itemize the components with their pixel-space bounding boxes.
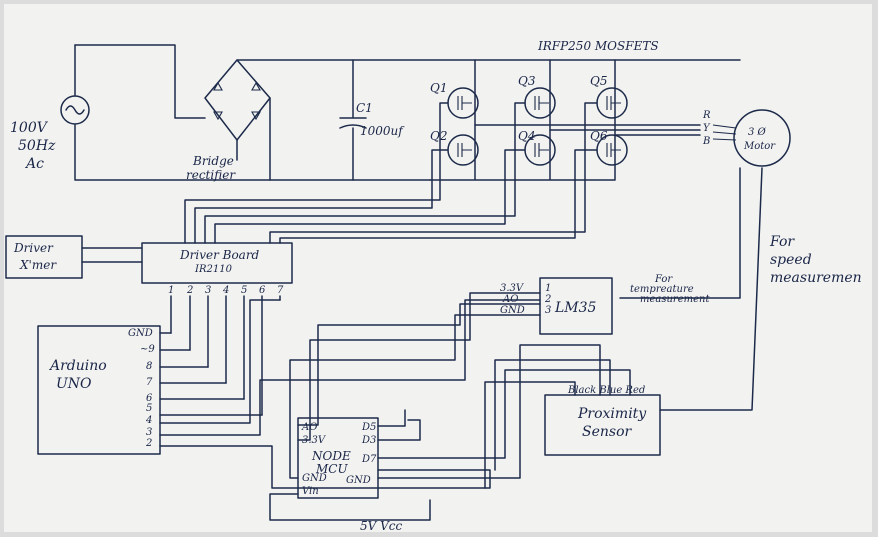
lm35-pinno-1: 1: [545, 283, 551, 294]
nodemcu-pin-d5: D5: [361, 422, 376, 433]
ac-source: 100V 50Hz Ac: [10, 44, 431, 181]
arduino-pin-8: 8: [146, 361, 152, 372]
temp-label-line1: For: [654, 274, 673, 285]
bridge-label-line2: rectifier: [186, 168, 236, 182]
mosfet-q5: Q5: [590, 74, 607, 88]
lm35-sensor: LM35 3.3V AO GND 1 2 3 For tempreature m…: [289, 274, 710, 479]
ac-source-line2: 50Hz: [18, 138, 56, 154]
mosfet-q4: Q4: [518, 129, 535, 143]
mosfet-bridge: Q1 Q2 Q3 Q4 Q5 Q6: [429, 59, 701, 181]
ac-source-line3: Ac: [24, 156, 44, 172]
motor-line2: Motor: [743, 141, 776, 152]
lm35-pin-gnd: GND: [500, 305, 525, 316]
driver-pin-4: 4: [222, 285, 229, 296]
phase-r: R: [702, 110, 711, 121]
arduino-line1: Arduino: [48, 358, 107, 374]
ac-source-line1: 100V: [10, 120, 49, 136]
proximity-sensor: Black Blue Red Proximity Sensor: [484, 359, 661, 489]
temp-label-line2: tempreature: [630, 284, 694, 295]
lm35-pinno-3: 3: [545, 305, 551, 316]
arduino-pin-2: 2: [145, 438, 152, 449]
arduino-line2: UNO: [56, 376, 92, 392]
driver-pin-5: 5: [241, 285, 247, 296]
nodemcu-pin-d3: D3: [361, 435, 376, 446]
supply-label: 5V Vcc: [360, 519, 403, 533]
arduino-pin-5: 5: [146, 403, 152, 414]
proximity-line2: Sensor: [582, 424, 633, 440]
driver-transformer: Driver X'mer: [5, 235, 143, 279]
mosfet-q2: Q2: [430, 129, 447, 143]
arduino-pin-7: 7: [146, 377, 153, 388]
mosfet-q6: Q6: [590, 129, 608, 143]
driver-board-title: Driver Board: [179, 248, 260, 262]
nodemcu-pin-ao: AO: [301, 422, 317, 433]
nodemcu: AO 3.3V GND Vin D5 D3 D7 GND NODE MCU 5V…: [269, 344, 631, 533]
driver-pin-2: 2: [186, 285, 193, 296]
driver-pin-1: 1: [168, 285, 174, 296]
arduino-pin-4: 4: [145, 415, 152, 426]
driver-xmer-line2: X'mer: [19, 258, 57, 272]
nodemcu-line1: NODE: [311, 449, 351, 463]
nodemcu-pin-gnd-left: GND: [302, 473, 327, 484]
gate-wires: [184, 102, 598, 244]
phase-b: B: [702, 136, 710, 147]
lm35-pin-33v: 3.3V: [500, 283, 525, 294]
motor-line1: 3 Ø: [748, 127, 767, 138]
diagram-title: IRFP250 MOSFETS: [537, 39, 659, 53]
driver-pin-3: 3: [205, 285, 211, 296]
driver-pin-7: 7: [277, 285, 284, 296]
nodemcu-pin-d7: D7: [361, 454, 377, 465]
proximity-line1: Proximity: [577, 406, 647, 422]
paper-sheet: [4, 4, 872, 532]
arduino-pin-3: 3: [146, 427, 152, 438]
motor: R Y B 3 Ø Motor For speed measuremen: [619, 109, 862, 411]
speed-label-line1: For: [769, 234, 795, 250]
arduino-pin-6: 6: [146, 393, 153, 404]
nodemcu-pin-33v: 3.3V: [302, 435, 327, 446]
mosfet-q3: Q3: [518, 74, 536, 88]
driver-board: Driver Board IR2110 1 2 3 4 5 6 7: [141, 242, 293, 416]
capacitor-c1: C1 1000uf: [339, 59, 405, 181]
temp-label-line3: measurement: [640, 294, 710, 305]
arduino-pin-9: ~9: [140, 344, 155, 355]
proximity-wires: Black Blue Red: [567, 385, 645, 396]
bridge-rectifier: Bridge rectifier: [186, 59, 741, 182]
driver-board-chip: IR2110: [194, 264, 233, 275]
mosfet-q1: Q1: [430, 81, 447, 95]
capacitor-name: C1: [356, 101, 373, 115]
arduino-uno: Arduino UNO GND ~9 8 7 6 5 4 3 2: [37, 299, 541, 489]
nodemcu-pin-vin: Vin: [302, 486, 319, 497]
bridge-label-line1: Bridge: [192, 154, 234, 168]
driver-xmer-line1: Driver: [13, 241, 54, 255]
speed-label-line3: measuremen: [770, 270, 862, 286]
nodemcu-line2: MCU: [315, 462, 348, 476]
phase-y: Y: [703, 123, 711, 134]
speed-label-line2: speed: [770, 252, 812, 268]
driver-pin-6: 6: [259, 285, 266, 296]
lm35-pin-ao: AO: [502, 294, 518, 305]
arduino-pin-gnd: GND: [128, 328, 153, 339]
lm35-name: LM35: [554, 300, 597, 316]
capacitor-value: 1000uf: [360, 124, 405, 138]
nodemcu-pin-gnd-right: GND: [346, 475, 371, 486]
lm35-pinno-2: 2: [544, 294, 551, 305]
